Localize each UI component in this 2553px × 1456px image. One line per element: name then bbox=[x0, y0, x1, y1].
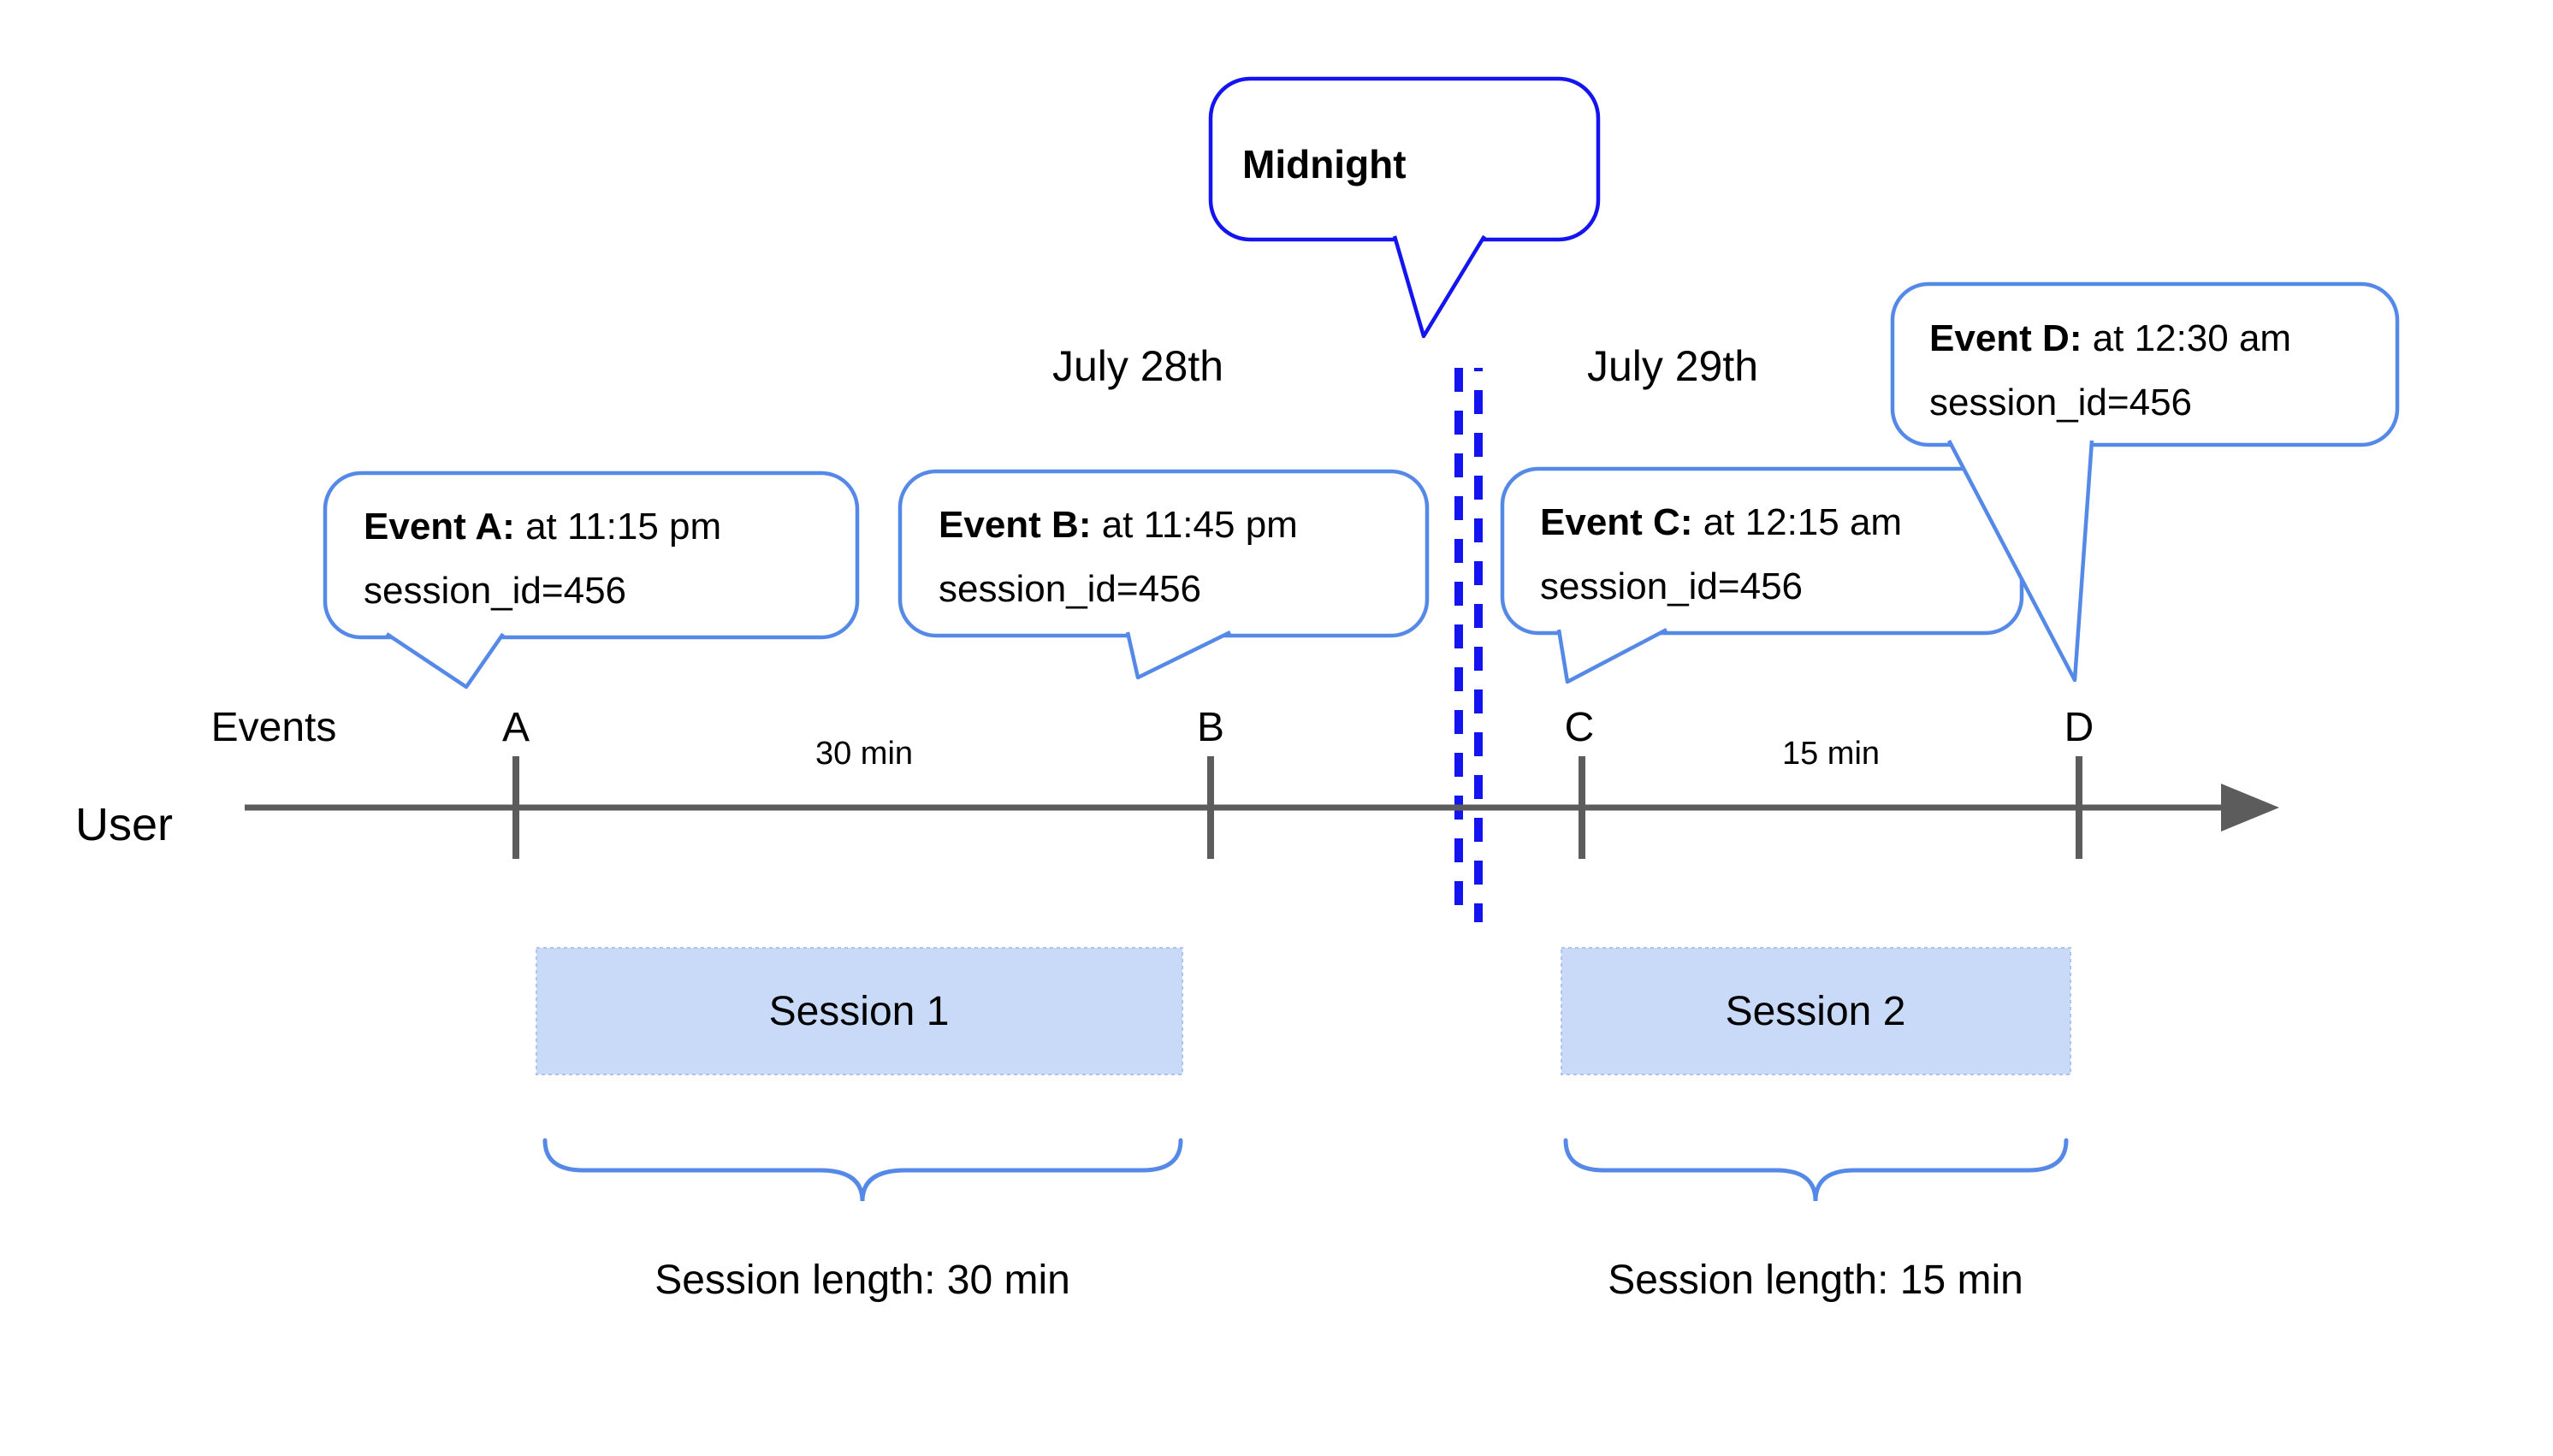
event-b-callout-line2: session_id=456 bbox=[939, 568, 1201, 610]
session-2-group: Session 2 Session length: 15 min bbox=[1561, 947, 2071, 1303]
event-a-callout-line1: Event A: at 11:15 pm bbox=[364, 506, 721, 547]
session-1-group: Session 1 Session length: 30 min bbox=[536, 947, 1183, 1303]
event-d-callout-box bbox=[1890, 281, 2400, 447]
tick-label-b: B bbox=[1197, 705, 1224, 750]
midnight-callout-label: Midnight bbox=[1242, 142, 1407, 186]
event-c-callout-pointer bbox=[1556, 628, 1668, 684]
interval-label-30min: 30 min bbox=[815, 736, 913, 772]
midnight-divider bbox=[1454, 368, 1483, 922]
event-b-callout-box bbox=[897, 469, 1430, 638]
session-1-label: Session 1 bbox=[769, 989, 950, 1034]
session-2-brace bbox=[1563, 1138, 2069, 1202]
event-d-callout: Event D: at 12:30 am session_id=456 bbox=[1890, 281, 2400, 683]
session-1-box bbox=[536, 947, 1183, 1075]
event-d-callout-pointer bbox=[1947, 439, 2094, 683]
interval-label-15min: 15 min bbox=[1782, 736, 1880, 772]
event-a-callout: Event A: at 11:15 pm session_id=456 bbox=[323, 471, 860, 690]
tick-label-a: A bbox=[502, 705, 530, 750]
session-1-length-label: Session length: 30 min bbox=[655, 1258, 1070, 1303]
event-b-callout-pointer bbox=[1125, 630, 1231, 680]
event-c-callout-line2: session_id=456 bbox=[1540, 565, 1803, 607]
event-a-callout-line2: session_id=456 bbox=[364, 570, 626, 612]
date-label-july-29: July 29th bbox=[1587, 342, 1758, 390]
session-2-label: Session 2 bbox=[1726, 989, 1906, 1034]
session-1-brace bbox=[542, 1138, 1183, 1202]
session-2-box bbox=[1561, 947, 2071, 1075]
tick-label-d: D bbox=[2064, 705, 2094, 750]
event-d-callout-line2: session_id=456 bbox=[1929, 382, 2192, 423]
event-c-callout: Event C: at 12:15 am session_id=456 bbox=[1500, 466, 2024, 684]
date-label-july-28: July 28th bbox=[1052, 342, 1223, 390]
tick-label-c: C bbox=[1565, 705, 1595, 750]
event-a-callout-pointer bbox=[385, 632, 505, 690]
event-d-callout-line1: Event D: at 12:30 am bbox=[1929, 317, 2291, 359]
session-2-length-label: Session length: 15 min bbox=[1608, 1258, 2023, 1303]
event-b-callout-line1: Event B: at 11:45 pm bbox=[939, 504, 1298, 546]
timeline-arrowhead-icon bbox=[2221, 784, 2279, 832]
event-c-callout-line1: Event C: at 12:15 am bbox=[1540, 501, 1902, 543]
midnight-callout: Midnight bbox=[1208, 76, 1601, 339]
event-b-callout: Event B: at 11:45 pm session_id=456 bbox=[897, 469, 1430, 680]
midnight-callout-pointer bbox=[1392, 234, 1486, 339]
user-timeline bbox=[245, 756, 2279, 859]
events-row-label: Events bbox=[211, 705, 337, 750]
user-row-label: User bbox=[75, 799, 173, 850]
event-c-callout-box bbox=[1500, 466, 2024, 636]
event-a-callout-box bbox=[323, 471, 860, 640]
